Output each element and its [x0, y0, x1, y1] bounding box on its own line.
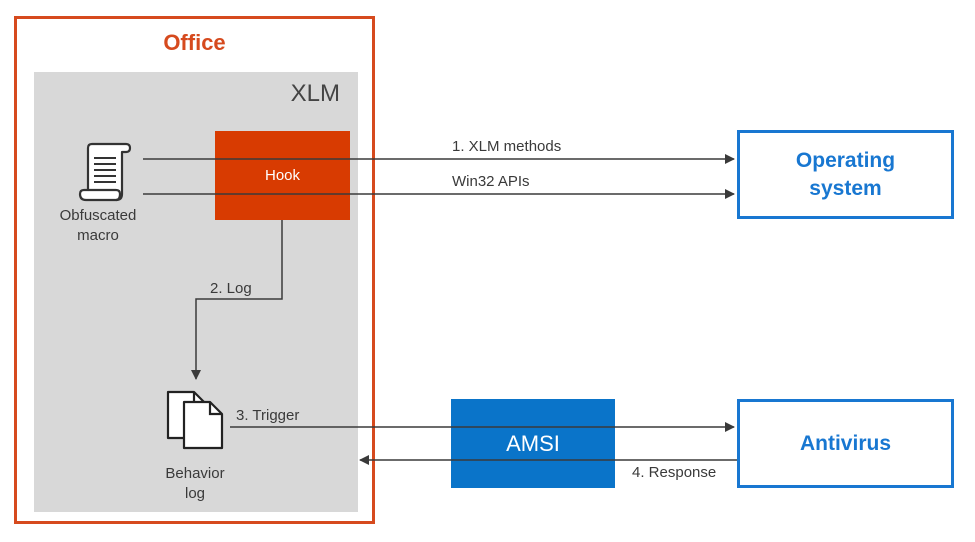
hook-box: Hook	[215, 131, 350, 220]
behavior-log-label-line2: log	[184, 485, 206, 502]
antivirus-label: Antivirus	[799, 431, 891, 455]
log-label: 2. Log	[210, 280, 252, 297]
documents-icon	[166, 390, 224, 450]
xlm-title: XLM	[290, 80, 340, 107]
amsi-box: AMSI	[451, 399, 615, 488]
operating-system-line2: system	[809, 176, 882, 200]
macro-label-line1: Obfuscated	[59, 207, 137, 224]
macro-label-line2: macro	[77, 227, 119, 244]
amsi-label: AMSI	[506, 430, 560, 456]
scroll-icon	[78, 142, 132, 202]
hook-label: Hook	[264, 167, 301, 184]
xlm-methods-label: 1. XLM methods	[452, 138, 562, 155]
response-label: 4. Response	[632, 464, 717, 481]
win32-apis-label: Win32 APIs	[452, 173, 530, 190]
operating-system-line1: Operating	[795, 148, 896, 172]
macro-label: Obfuscated macro	[40, 206, 156, 246]
log-arrow	[191, 220, 283, 380]
behavior-log-label: Behavior log	[140, 464, 250, 504]
behavior-log-label-line1: Behavior	[165, 465, 225, 482]
operating-system-box: Operating system	[737, 130, 954, 219]
trigger-label: 3. Trigger	[236, 407, 300, 424]
office-title: Office	[163, 30, 226, 55]
antivirus-box: Antivirus	[737, 399, 954, 488]
